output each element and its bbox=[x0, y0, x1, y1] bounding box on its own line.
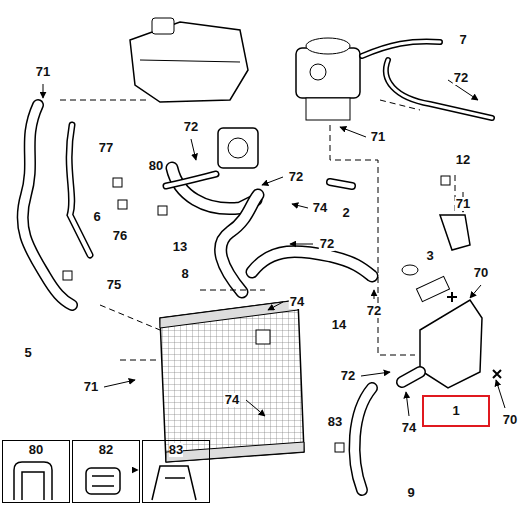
callout-number: 80 bbox=[29, 443, 43, 457]
hose-outline bbox=[23, 105, 72, 305]
callout-number: 2 bbox=[341, 206, 350, 220]
leader-lines bbox=[60, 100, 455, 360]
callout-number: 6 bbox=[92, 210, 101, 224]
elbow-hose bbox=[440, 215, 470, 250]
callout-number: 71 bbox=[83, 380, 99, 394]
callout-number: 74 bbox=[401, 421, 417, 435]
throttle-body bbox=[296, 38, 360, 120]
callout-number: 71 bbox=[455, 197, 471, 211]
callout-number: 74 bbox=[289, 295, 305, 309]
callout-number: 70 bbox=[473, 266, 489, 280]
callout-number: 70 bbox=[502, 413, 518, 427]
callout-number: 72 bbox=[340, 369, 356, 383]
callout-number: 9 bbox=[406, 486, 415, 500]
callout-number: 72 bbox=[319, 237, 335, 251]
callout-arrows bbox=[43, 80, 505, 470]
callout-number: 83 bbox=[169, 443, 183, 457]
callout-number: 72 bbox=[288, 170, 304, 184]
callout-number: 75 bbox=[106, 278, 122, 292]
hose-outline bbox=[252, 252, 372, 276]
callout-number: 7 bbox=[458, 33, 467, 47]
expansion-tank bbox=[130, 18, 248, 102]
hose-outline bbox=[166, 174, 216, 186]
callout-number: 8 bbox=[180, 267, 189, 281]
oil-cooler bbox=[218, 128, 258, 168]
legend-cell: 80 bbox=[2, 440, 70, 503]
hose-outline bbox=[402, 372, 420, 382]
callout-number: 1 bbox=[452, 404, 459, 418]
callout-square bbox=[63, 176, 450, 452]
callout-number: 83 bbox=[327, 415, 343, 429]
thermostat-housing bbox=[402, 265, 501, 388]
callout-number: 74 bbox=[224, 393, 240, 407]
hoses bbox=[23, 42, 492, 490]
hose-outline bbox=[362, 42, 440, 56]
callout-number: 82 bbox=[99, 443, 113, 457]
clip-icons bbox=[14, 462, 196, 500]
callout-number: 80 bbox=[148, 159, 164, 173]
callout-number: 14 bbox=[331, 318, 347, 332]
callout-number: 13 bbox=[172, 240, 188, 254]
callout-number: 71 bbox=[370, 130, 386, 144]
hose-outline bbox=[386, 60, 492, 118]
callout-number: 71 bbox=[35, 65, 51, 79]
callout-number: 72 bbox=[453, 71, 469, 85]
hose-outline bbox=[330, 182, 352, 186]
hose-outline bbox=[355, 388, 372, 490]
radiator bbox=[160, 300, 304, 462]
legend-cell: 83 bbox=[142, 440, 210, 503]
callout-number: 72 bbox=[366, 304, 382, 318]
callout-number: 77 bbox=[98, 141, 114, 155]
hose-outline bbox=[69, 125, 90, 255]
callout-number: 76 bbox=[112, 229, 128, 243]
callout-number: 3 bbox=[425, 249, 434, 263]
callout-number: 72 bbox=[183, 120, 199, 134]
callout-number: 5 bbox=[23, 346, 32, 360]
highlight-box: 1 bbox=[422, 395, 490, 427]
legend-cell: 82 bbox=[72, 440, 140, 503]
callout-number: 74 bbox=[312, 201, 328, 215]
callout-number: 12 bbox=[455, 153, 471, 167]
